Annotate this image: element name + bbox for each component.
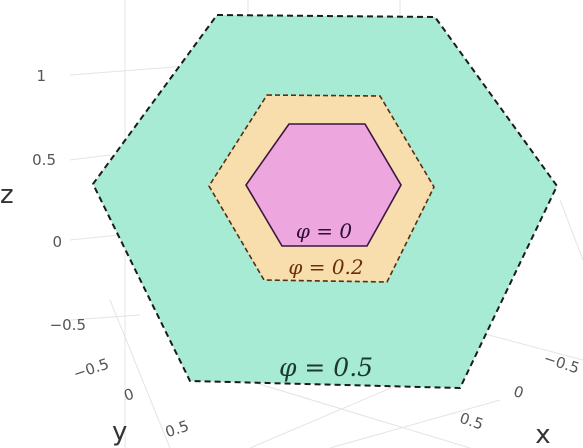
z-tick-0: 0: [52, 233, 62, 251]
label-phi-0: φ = 0: [296, 219, 352, 243]
x-axis-title: x: [535, 420, 550, 448]
x-axis: x 0.5 0 −0.5: [457, 349, 581, 448]
x-tick-0: 0: [511, 382, 526, 402]
z-axis-title: z: [0, 180, 14, 210]
y-axis-title: y: [112, 417, 127, 447]
label-phi-0.2: φ = 0.2: [288, 255, 363, 279]
z-tick-neg0.5: −0.5: [50, 316, 86, 334]
label-phi-0.5: φ = 0.5: [279, 353, 373, 382]
z-tick-0.5: 0.5: [32, 151, 56, 169]
y-axis: y −0.5 0 0.5: [71, 355, 191, 447]
region-phi-0: [245, 123, 402, 247]
y-tick-neg0.5: −0.5: [71, 355, 111, 383]
z-tick-1: 1: [36, 67, 46, 85]
z-axis: z 1 0.5 0 −0.5: [0, 67, 86, 334]
y-tick-0: 0: [122, 385, 137, 405]
y-tick-0.5: 0.5: [163, 417, 191, 441]
x-tick-neg0.5: −0.5: [541, 349, 581, 377]
x-tick-0.5: 0.5: [457, 409, 485, 433]
